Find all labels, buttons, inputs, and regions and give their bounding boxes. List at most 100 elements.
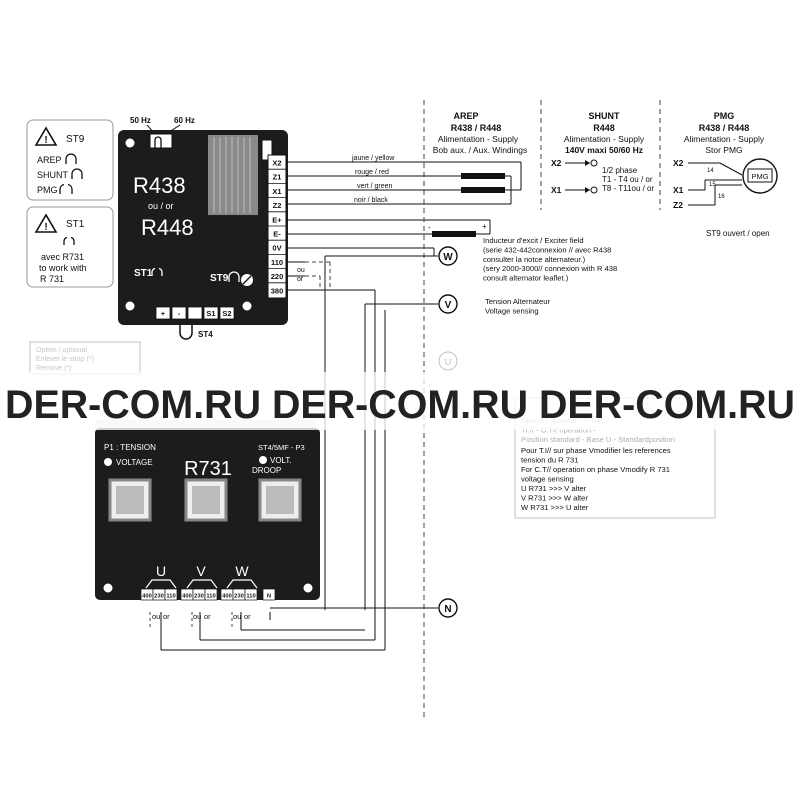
jumper-open-icon: [63, 236, 68, 245]
pmg-label: PMG: [751, 172, 768, 181]
r731-module: P1 : TENSION VOLTAGE R731 ST4/5MF - P3 V…: [95, 428, 320, 600]
r731-or-3: or: [244, 612, 251, 621]
shunt-title: SHUNT: [589, 111, 621, 121]
regulator-model-r438: R438: [133, 173, 186, 198]
r731-droop-pot-icon: [259, 456, 267, 464]
r731-terminal-label: 110: [166, 594, 175, 600]
svg-text:!: !: [44, 135, 47, 146]
regulator-terminal: X1: [272, 187, 281, 196]
pmg-15: 15: [709, 182, 716, 188]
pmg-z2: Z2: [673, 200, 683, 210]
r731-phase-v: V: [196, 563, 206, 579]
watermark-text: DER-COM.RU DER-COM.RU DER-COM.RU: [5, 383, 795, 427]
regulator-bottom-terminal: [219, 306, 235, 320]
r731-p1: P1 : TENSION: [104, 443, 156, 452]
regulator-module: R438 ou / or R448 ST1 ST9: [118, 130, 288, 325]
option-note-faded-line: Position standard - Base U - Standardpos…: [521, 435, 675, 444]
legend-arep: AREP: [37, 155, 62, 165]
legend-pmg: PMG: [37, 185, 58, 195]
pmg-stator: Stor PMG: [705, 145, 742, 155]
freq-50hz: 50 Hz: [130, 116, 151, 125]
r731-terminal-label: 110: [246, 594, 255, 600]
st9-jumper-icon: [228, 271, 240, 282]
r731-wires: [160, 607, 438, 651]
aux-winding-wires: [286, 161, 522, 205]
legend-shunt: SHUNT: [37, 170, 69, 180]
freq-60hz: 60 Hz: [174, 116, 195, 125]
r731-or-2: or: [204, 612, 211, 621]
regulator-bottom-terminal-label: +: [161, 309, 166, 318]
voltage-sensing-line: Tension Alternateur: [485, 297, 550, 306]
pmg-x2: X2: [673, 158, 684, 168]
regulator-st9: ST9: [210, 273, 229, 284]
exciter-note: Inducteur d'excit / Exciter field(serie …: [483, 236, 617, 283]
regulator-terminal: 110: [271, 258, 283, 267]
pmg-model: R438 / R448: [699, 123, 750, 133]
arep-model: R438 / R448: [451, 123, 502, 133]
r731-name: R731: [184, 458, 232, 480]
exciter-note-line: consulter la notce alternateur.): [483, 255, 586, 264]
legend-st1-line1: avec R731: [41, 252, 84, 262]
regulator-terminal: Z1: [273, 173, 282, 182]
aux-winding-2: [461, 187, 505, 193]
sensing-wires: [286, 247, 438, 650]
regulator-bottom-terminal: [187, 306, 203, 320]
r731-ou-3: ou: [233, 612, 241, 621]
svg-text:Enlever le strap (*): Enlever le strap (*): [36, 356, 94, 363]
regulator-terminal: 380: [271, 286, 284, 295]
regulator-terminal: E-: [273, 230, 281, 239]
legend-st1-line3: R 731: [40, 274, 64, 284]
wire-yellow-label: jaune / yellow: [351, 155, 395, 162]
shunt-t1: T1 - T4 ou / or: [602, 175, 653, 184]
legend-st9-title: ST9: [66, 134, 85, 145]
voltage-sensing-line: Voltage sensing: [485, 307, 539, 316]
phase-v-terminal: [438, 294, 458, 314]
jumper-icon: [65, 153, 77, 164]
aux-winding-1: [461, 173, 505, 179]
exciter-field-coil: [432, 231, 476, 237]
option-note-line: tension du R 731: [521, 456, 578, 465]
pmg-title: PMG: [714, 111, 735, 121]
legend-st1-title: ST1: [66, 219, 85, 230]
regulator-model-r448: R448: [141, 215, 194, 240]
r731-phase-u: U: [156, 563, 166, 579]
regulator-bottom-terminal-label: S1: [206, 309, 215, 318]
shunt-phase: 1/2 phase: [602, 166, 638, 175]
arep-aux: Bob aux. / Aux. Windings: [433, 145, 528, 155]
shunt-x1: X1: [551, 185, 562, 195]
r731-terminal-label: 400: [222, 594, 232, 600]
regulator-bottom-terminal: [203, 306, 219, 320]
regulator-terminal: E+: [272, 215, 282, 224]
st1-jumper-icon: [151, 267, 156, 276]
wire-black-label: noir / black: [354, 197, 388, 204]
watermark-band: [0, 372, 800, 430]
r731-terminal-label: 400: [142, 594, 152, 600]
neutral-terminal: [438, 598, 458, 618]
r731-terminal-label: 230: [194, 594, 204, 600]
r731-terminal-label: N: [267, 594, 271, 600]
shunt-t8: T8 - T11ou / or: [602, 184, 655, 193]
exciter-note-line: (sery 2000-3000// connexion with R 438: [483, 264, 617, 273]
phase-v-label: V: [445, 300, 452, 311]
shunt-x2: X2: [551, 158, 562, 168]
exciter-note-line: consult alternator leaflet.): [483, 274, 569, 283]
wire-green-label: vert / green: [357, 183, 393, 190]
r731-st-right: ST4/5MF - P3: [258, 443, 305, 452]
jumper-icon: [71, 168, 83, 179]
jumper-open-icon: [59, 183, 65, 194]
r731-phase-w: W: [235, 563, 249, 579]
r731-volt: VOLT.: [270, 456, 292, 465]
pmg-14: 14: [707, 168, 714, 174]
legend-st1-box: ! ST1 avec R731 to work with R 731: [26, 206, 114, 288]
pmg-supply: Alimentation - Supply: [684, 134, 765, 144]
optional-sensing-wires: [305, 261, 331, 290]
shunt-model: R448: [593, 123, 615, 133]
regulator-bottom-terminal-label: S2: [222, 309, 231, 318]
svg-text:!: !: [44, 222, 47, 233]
regulator-bottom-terminal: [155, 306, 171, 320]
regulator-terminal: Z2: [273, 201, 282, 210]
